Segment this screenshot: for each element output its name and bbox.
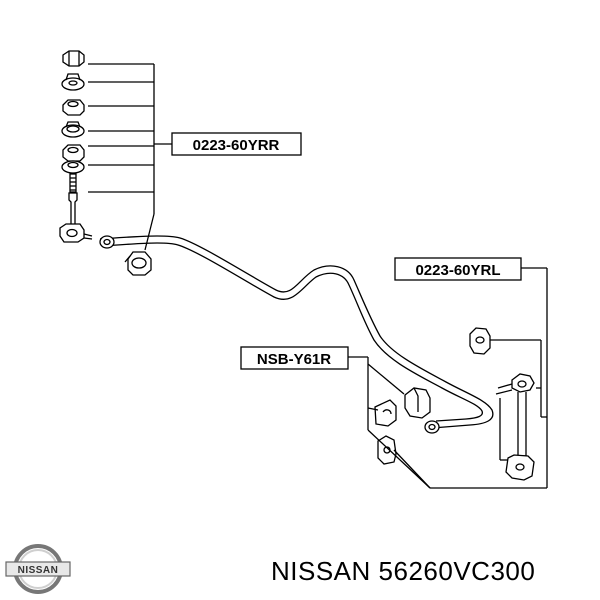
svg-text:NISSAN: NISSAN bbox=[18, 565, 59, 576]
nissan-logo-icon: NISSAN bbox=[5, 544, 71, 594]
label-part-c: NSB-Y61R bbox=[240, 346, 349, 370]
bolt-icon bbox=[69, 173, 77, 193]
nsb-callout-bracket bbox=[348, 356, 548, 489]
left-hardware-stack bbox=[59, 50, 93, 243]
label-part-a-text: 0223-60YRR bbox=[193, 137, 280, 154]
nut-icon bbox=[62, 99, 85, 116]
bushing-left-icon bbox=[124, 251, 152, 276]
label-part-b-text: 0223-60YRL bbox=[415, 262, 500, 279]
bushing-clamp-icon bbox=[374, 399, 397, 427]
bar-bushing-right-icon bbox=[404, 387, 431, 419]
stabilizer-link-right-icon bbox=[469, 327, 535, 481]
bar-end-eye-right-icon bbox=[424, 420, 440, 434]
nut-icon bbox=[62, 50, 85, 67]
label-part-b: 0223-60YRL bbox=[394, 257, 522, 281]
washer-icon bbox=[61, 121, 85, 138]
nut-icon bbox=[62, 144, 85, 162]
label-part-a: 0223-60YRR bbox=[171, 132, 302, 156]
stabilizer-bar-icon bbox=[99, 235, 494, 429]
part-number-caption: NISSAN 56260VC300 bbox=[271, 556, 536, 586]
left-callout-bracket bbox=[88, 63, 172, 251]
right-callout-bracket bbox=[490, 267, 548, 461]
bushing-icon bbox=[61, 73, 85, 91]
label-part-c-text: NSB-Y61R bbox=[257, 351, 331, 368]
bar-end-eye-left-icon bbox=[99, 235, 115, 249]
stabilizer-link-left-icon bbox=[59, 192, 93, 243]
washer-icon bbox=[61, 160, 85, 174]
bracket-icon bbox=[377, 435, 397, 465]
